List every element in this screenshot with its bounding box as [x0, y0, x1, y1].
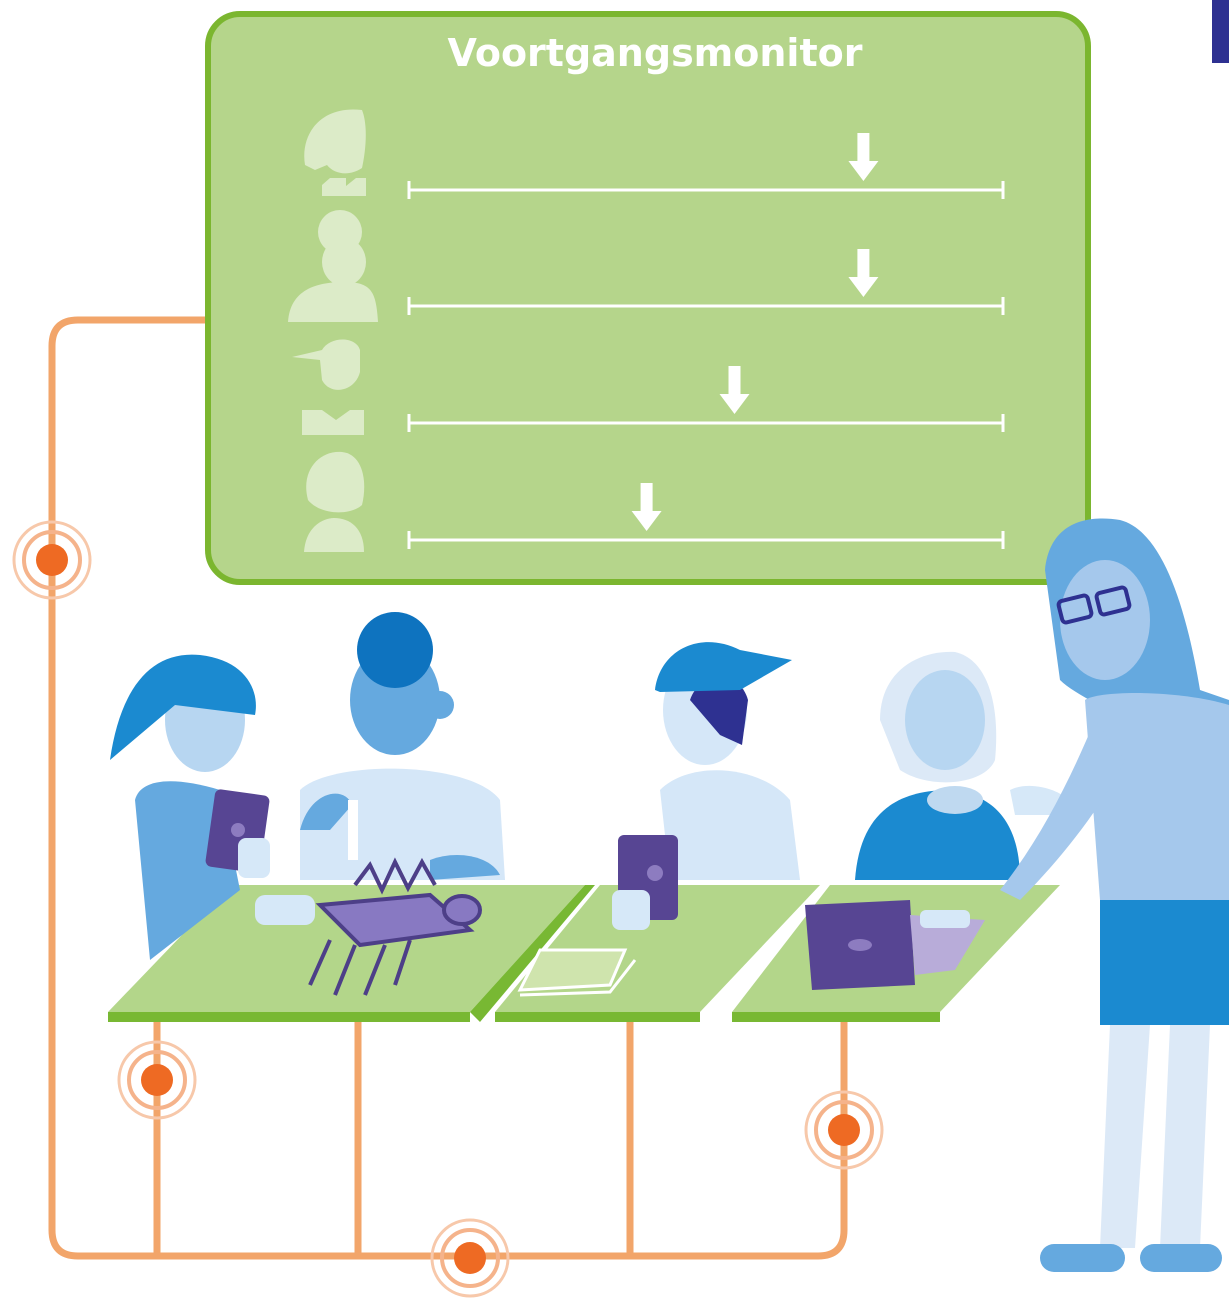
progress-marker-arrow-icon	[631, 483, 662, 531]
progress-marker-arrow-icon	[719, 366, 750, 414]
student-bob	[855, 651, 1068, 880]
signal-pulse-right	[804, 1090, 884, 1170]
avatar-cap-icon	[292, 339, 364, 435]
progress-track	[407, 297, 1005, 315]
signal-pulse-bottom	[430, 1218, 510, 1298]
signal-pulse-left	[12, 520, 92, 600]
teacher	[1000, 518, 1229, 1272]
glasses-icon	[1056, 585, 1132, 625]
robot-model	[308, 857, 482, 996]
laptop-icon	[805, 900, 985, 990]
signal-pulse-table	[117, 1040, 197, 1120]
book-icon	[517, 948, 637, 997]
monitor-title: Voortgangsmonitor	[448, 31, 863, 75]
avatar-bob-icon	[304, 451, 365, 552]
accent-corner-block	[1212, 0, 1229, 63]
avatar-ponytail-icon	[304, 109, 366, 196]
progress-rows	[407, 133, 1005, 549]
student-curly	[300, 612, 505, 880]
avatar-curly-icon	[288, 210, 378, 322]
progress-track	[407, 414, 1005, 432]
student-ponytail	[110, 654, 315, 960]
progress-marker-arrow-icon	[848, 133, 879, 181]
progress-track	[407, 181, 1005, 199]
progress-track	[407, 531, 1005, 549]
student-cap	[612, 642, 800, 930]
progress-marker-arrow-icon	[848, 249, 879, 297]
